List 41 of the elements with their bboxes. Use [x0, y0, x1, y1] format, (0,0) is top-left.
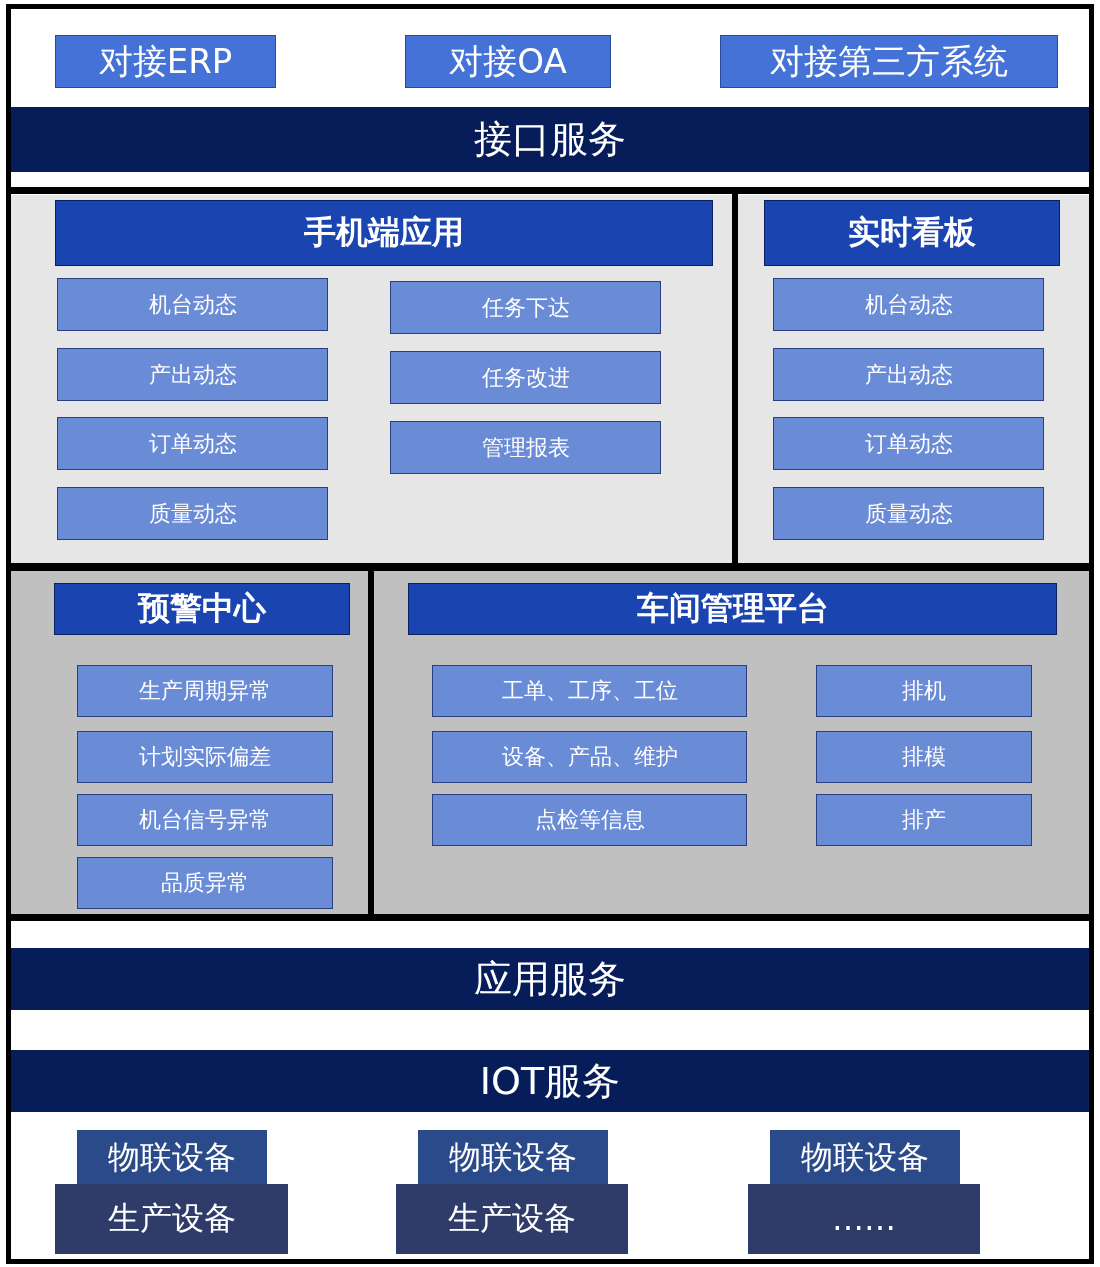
service-band: 接口服务 — [11, 107, 1089, 172]
device-box: 物联设备 — [770, 1130, 960, 1186]
device-box: 生产设备 — [396, 1184, 628, 1254]
device-box: 生产设备 — [55, 1184, 288, 1254]
function-box: 排机 — [816, 665, 1032, 717]
service-band: 应用服务 — [11, 948, 1089, 1010]
function-box: 机台动态 — [773, 278, 1044, 331]
function-box: 订单动态 — [773, 417, 1044, 470]
function-box: 生产周期异常 — [77, 665, 333, 717]
function-box: 产出动态 — [57, 348, 328, 401]
function-box: 品质异常 — [77, 857, 333, 909]
panel — [11, 571, 368, 914]
function-box: 产出动态 — [773, 348, 1044, 401]
section-header: 车间管理平台 — [408, 583, 1057, 635]
service-band: IOT服务 — [11, 1050, 1089, 1112]
function-box: 计划实际偏差 — [77, 731, 333, 783]
function-box: 排产 — [816, 794, 1032, 846]
device-box: 物联设备 — [77, 1130, 267, 1186]
function-box: 点检等信息 — [432, 794, 747, 846]
panel — [374, 571, 1089, 914]
section-header: 手机端应用 — [55, 200, 713, 266]
device-box: …… — [748, 1184, 980, 1254]
interface-box: 对接第三方系统 — [720, 35, 1058, 88]
function-box: 任务改进 — [390, 351, 661, 404]
function-box: 订单动态 — [57, 417, 328, 470]
function-box: 任务下达 — [390, 281, 661, 334]
section-header: 实时看板 — [764, 200, 1060, 266]
interface-box: 对接ERP — [55, 35, 276, 88]
function-box: 机台信号异常 — [77, 794, 333, 846]
function-box: 质量动态 — [773, 487, 1044, 540]
function-box: 设备、产品、维护 — [432, 731, 747, 783]
panel — [11, 195, 732, 563]
function-box: 机台动态 — [57, 278, 328, 331]
function-box: 管理报表 — [390, 421, 661, 474]
function-box: 质量动态 — [57, 487, 328, 540]
function-box: 排模 — [816, 731, 1032, 783]
device-box: 物联设备 — [418, 1130, 608, 1186]
section-header: 预警中心 — [54, 583, 350, 635]
panel — [738, 195, 1089, 563]
function-box: 工单、工序、工位 — [432, 665, 747, 717]
interface-box: 对接OA — [405, 35, 611, 88]
